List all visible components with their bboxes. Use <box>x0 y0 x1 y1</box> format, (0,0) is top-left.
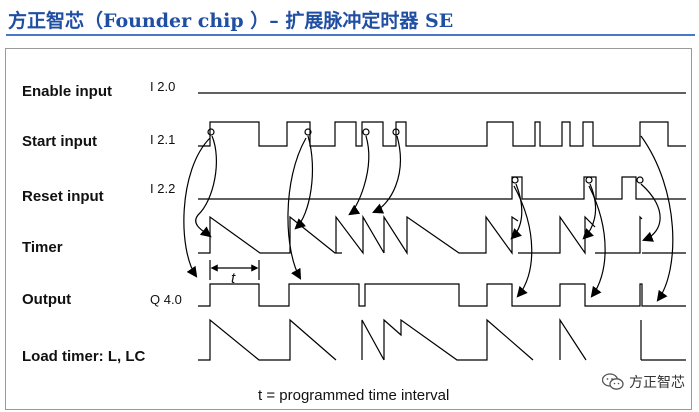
arrow-reset-to-timer <box>582 183 597 240</box>
edge-marker <box>511 176 519 184</box>
signal-label-timer: Timer <box>22 239 63 256</box>
arrow-start-to-timer <box>195 135 218 238</box>
signal-label-start: Start input <box>22 133 97 150</box>
arrow-reset-to-output <box>513 185 533 298</box>
wechat-icon <box>602 373 624 390</box>
signal-label-reset: Reset input <box>22 188 104 205</box>
watermark-text: 方正智芯 <box>629 375 685 391</box>
address-reset: I 2.2 <box>150 181 175 196</box>
waveform-load-timer <box>198 317 686 361</box>
signal-label-enable: Enable input <box>22 83 112 100</box>
edge-marker <box>585 176 593 184</box>
arrow-start-to-timer <box>348 135 370 216</box>
waveform-start <box>198 121 686 147</box>
arrow-start-to-output <box>183 137 211 278</box>
address-enable: I 2.0 <box>150 79 175 94</box>
arrow-reset-to-timer <box>640 183 661 242</box>
waveform-reset <box>198 176 686 200</box>
signal-label-load-timer: Load timer: L, LC <box>22 348 146 365</box>
arrow-start-to-output <box>287 137 307 280</box>
arrow-reset-to-timer <box>510 183 523 240</box>
signal-label-output: Output <box>22 291 71 308</box>
title-rule <box>6 34 695 36</box>
edge-marker <box>362 128 370 136</box>
arrow-reset-to-output <box>588 185 606 298</box>
edge-marker <box>207 128 215 136</box>
edge-marker <box>636 176 644 184</box>
watermark: 方正智芯 <box>602 372 685 392</box>
address-output: Q 4.0 <box>150 292 182 307</box>
page-title: 方正智芯（Founder chip ）– 扩展脉冲定时器 SE <box>8 10 454 32</box>
edge-marker <box>392 128 400 136</box>
arrow-start-to-timer <box>294 135 314 230</box>
arrow-start-to-output <box>640 135 674 302</box>
diagram-frame <box>5 48 692 410</box>
waveform-output <box>198 283 686 307</box>
edge-marker <box>304 128 312 136</box>
caption: t = programmed time interval <box>258 387 449 404</box>
t-interval-label: t <box>231 270 236 287</box>
arrow-start-to-timer <box>372 135 401 214</box>
waveform-timer <box>198 214 686 256</box>
address-start: I 2.1 <box>150 132 175 147</box>
